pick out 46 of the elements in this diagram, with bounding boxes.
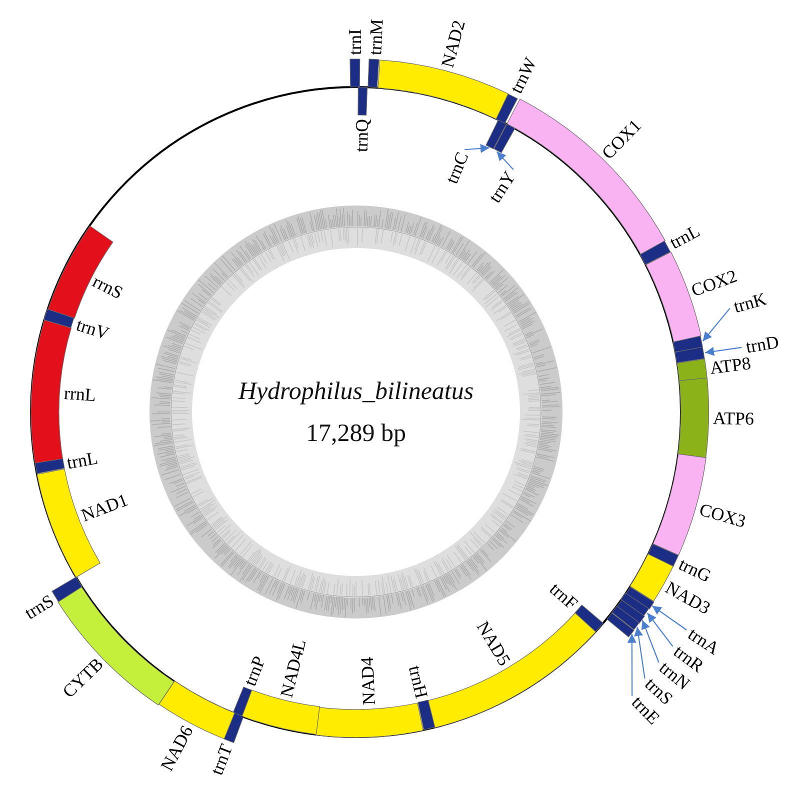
gene-label: trnV (74, 315, 111, 342)
gene-label: trnS (21, 590, 56, 622)
gene-block (486, 120, 507, 149)
gene-block (494, 124, 515, 153)
gene-block (626, 586, 654, 609)
gene-label: rrnL (63, 384, 96, 404)
genome-title: Hydrophilus_bilineatus (238, 378, 474, 406)
gene-label: ATP8 (709, 354, 752, 377)
gene-label: NAD2 (438, 18, 468, 70)
gene-label: trnH (406, 663, 431, 700)
gene-label: trnL (666, 222, 703, 252)
leader-arrow (641, 620, 660, 663)
leader-arrow (702, 308, 730, 342)
gene-label: ATP6 (712, 409, 754, 428)
gene-block (616, 600, 644, 623)
gene-label: trnM (366, 19, 386, 56)
gene-label: rrnS (90, 272, 126, 302)
gene-label: trnD (744, 332, 780, 356)
gene-label: NAD4L (278, 637, 310, 699)
gene-label: NAD1 (78, 490, 130, 524)
gene-label: trnG (676, 554, 714, 585)
leader-arrow (646, 612, 674, 647)
gene-block (606, 612, 634, 637)
genome-length: 17,289 bp (306, 420, 406, 448)
gene-block (621, 593, 649, 616)
gene-label: trnP (240, 654, 269, 688)
leader-arrow (634, 626, 646, 679)
leader-arrow (627, 634, 636, 696)
gene-label: NAD4 (358, 656, 378, 706)
gene-block (428, 612, 596, 728)
leader-arrow (704, 346, 742, 356)
gene-label: trnL (66, 448, 100, 472)
gene-label: trnQ (352, 118, 372, 152)
gene-label: trnI (346, 28, 364, 56)
leader-arrow (652, 605, 687, 630)
gene-label: trnC (442, 150, 472, 186)
gene-label: trnW (506, 55, 540, 96)
gene-block (58, 586, 174, 705)
gene-label: trnF (547, 580, 582, 613)
gene-label: COX3 (697, 500, 748, 530)
leader-arrow (464, 144, 490, 153)
gene-block (673, 336, 703, 352)
gene-label: trnT (208, 742, 236, 778)
gene-block (612, 606, 640, 630)
gene-block (675, 347, 705, 363)
leader-arrow (496, 151, 514, 170)
